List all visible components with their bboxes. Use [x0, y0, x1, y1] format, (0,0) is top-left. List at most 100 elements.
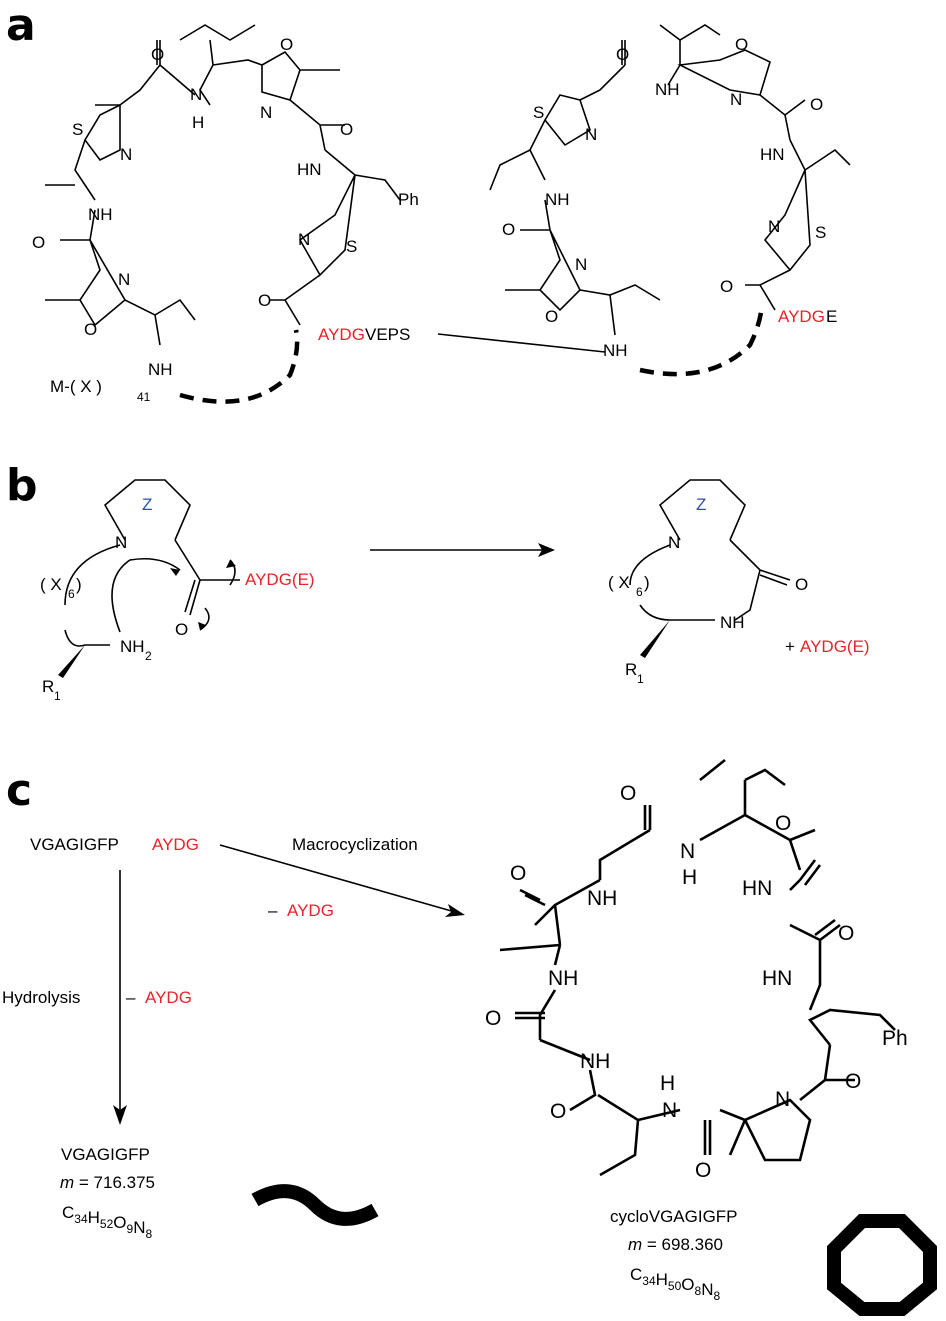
reactant-amine-sub: 2 [145, 649, 152, 663]
left-atom-n-oxaz: N [118, 270, 130, 289]
right-dashed-connector [639, 304, 765, 377]
right-atom-nh: NH [655, 80, 680, 99]
byproduct-plus: + [785, 637, 795, 656]
left-atom-o-ring: O [280, 35, 293, 54]
cyclic-formula-count-1: 50 [668, 1279, 682, 1293]
hydro-minus: – [126, 988, 136, 1007]
reactant-carbonyl-o: O [175, 620, 188, 639]
cyclic-mass-value: = 698.360 [642, 1235, 723, 1254]
cyclic-atom-h1: H [682, 866, 697, 889]
left-atom-hn: HN [297, 160, 322, 179]
cyclic-formula-count-2: 8 [695, 1284, 702, 1298]
cyclic-atom-h2: H [660, 1072, 675, 1095]
crosslink-line [437, 333, 606, 353]
cyclic-atom-ph: Ph [882, 1027, 908, 1050]
cyclic-formula-count-3: 8 [713, 1289, 720, 1303]
left-leader-red: AYDG [318, 325, 365, 344]
right-atom-o6: O [545, 307, 558, 326]
right-atom-o3: O [502, 220, 515, 239]
panel-label-a: a [6, 0, 36, 51]
macro-loss: AYDG [287, 901, 334, 920]
right-atom-n4: N [768, 217, 780, 236]
linear-formula-count-2: 9 [127, 1222, 134, 1236]
left-atom-o6: O [258, 291, 271, 310]
reactant-linker-suffix: ) [76, 575, 82, 594]
left-atom-o5: O [84, 320, 97, 339]
left-atom-s: S [72, 120, 83, 139]
product-linker-sub: 6 [636, 585, 643, 599]
left-atom-o1: O [151, 45, 164, 64]
left-atom-ph: Ph [398, 190, 419, 209]
linear-formula-element-1: H [88, 1208, 100, 1227]
right-atom-o4: O [810, 95, 823, 114]
cyclic-atom-o8: O [695, 1159, 711, 1182]
right-atom-n3: N [575, 255, 587, 274]
cyclic-atom-n2: N [662, 1099, 677, 1122]
cyclic-atom-n1: N [680, 840, 695, 863]
panel-label-c: c [6, 765, 32, 816]
right-atom-n2: N [585, 125, 597, 144]
linear-mass-symbol: m [60, 1173, 74, 1192]
linear-product-formula: C34H52O9N8 [62, 1203, 152, 1241]
cyclic-atom-hn2: HN [762, 967, 792, 990]
cyclic-formula-count-0: 34 [642, 1274, 656, 1288]
left-dashed-connector [179, 329, 300, 404]
cyclic-atom-hn1: HN [742, 877, 772, 900]
cyclic-atom-o4: O [838, 922, 854, 945]
product-linker-suffix: ) [644, 573, 650, 592]
right-nh-terminal: NH [603, 341, 628, 360]
cyclic-product-formula: C34H50O8N8 [630, 1265, 720, 1303]
cyclic-atom-o5: O [485, 1007, 501, 1030]
hydrolysis-arrowhead [113, 1105, 127, 1125]
cyclic-atom-o7: O [550, 1100, 566, 1123]
right-leader-red: AYDG [778, 307, 825, 326]
reactant-leaving-group: AYDG(E) [245, 570, 315, 589]
macro-arrowhead [445, 904, 465, 917]
linear-formula-element-0: C [62, 1203, 74, 1222]
cyclic-formula-element-3: N [701, 1280, 713, 1299]
left-atom-nh1: NH [88, 205, 113, 224]
left-atom-n: N [190, 85, 202, 104]
panel-c-cyclic-structure: O N H O O NH HN O NH HN O Ph NH O H N N … [485, 758, 937, 1316]
left-n-term-prefix: M-( X ) [50, 377, 102, 396]
product-pyrrolidine [658, 479, 746, 541]
reactant-ring-label: Z [142, 495, 152, 514]
linear-product-name: VGAGIGFP [61, 1145, 150, 1164]
left-leader-black: VEPS [365, 325, 410, 344]
macro-arrow-line [219, 844, 456, 913]
right-atom-o2: O [735, 35, 748, 54]
reactant-amine: NH [120, 637, 145, 656]
macro-label: Macrocyclization [292, 835, 418, 854]
reactant-r-sub: 1 [54, 689, 61, 703]
panel-c-scheme: VGAGIGFP AYDG Macrocyclization – AYDG Hy… [2, 835, 465, 1241]
left-n-term-sub: 41 [137, 390, 151, 404]
right-atom-nh2: NH [545, 190, 570, 209]
left-nh-terminal: NH [148, 360, 173, 379]
panel-a-right-structure: O NH O N O S N HN NH N S O N O O NH AYDG… [489, 24, 851, 377]
reactant-linker-sub: 6 [68, 587, 75, 601]
left-atom-o2: O [340, 120, 353, 139]
cyclic-formula-element-1: H [656, 1270, 668, 1289]
panel-label-b: b [6, 460, 38, 511]
left-atom-n-ring: N [260, 103, 272, 122]
precursor-black: VGAGIGFP [30, 835, 119, 854]
linear-formula-element-2: O [113, 1213, 126, 1232]
cyclic-atom-nh1: NH [587, 887, 617, 910]
reactant-pyrrolidine [103, 479, 191, 541]
product-o: O [795, 575, 808, 594]
product-r-group: R [625, 660, 637, 679]
byproduct-label: AYDG(E) [800, 637, 870, 656]
left-atom-s2: S [346, 237, 357, 256]
reactant-linker-prefix: ( X [40, 575, 62, 594]
panel-b-product: Z N ( X 6 ) O NH R 1 + AYDG(E) [608, 479, 870, 686]
right-atom-hn: HN [760, 145, 785, 164]
cyclic-product-mass: m = 698.360 [628, 1235, 723, 1254]
right-atom-n1: N [730, 90, 742, 109]
panel-a-left-structure: O N H O N O S N HN NH Ph O N S N O O NH … [32, 24, 606, 404]
macro-minus: – [268, 901, 278, 920]
right-atom-s2: S [815, 223, 826, 242]
product-linker-prefix: ( X [608, 573, 630, 592]
cyclic-formula-element-2: O [681, 1275, 694, 1294]
